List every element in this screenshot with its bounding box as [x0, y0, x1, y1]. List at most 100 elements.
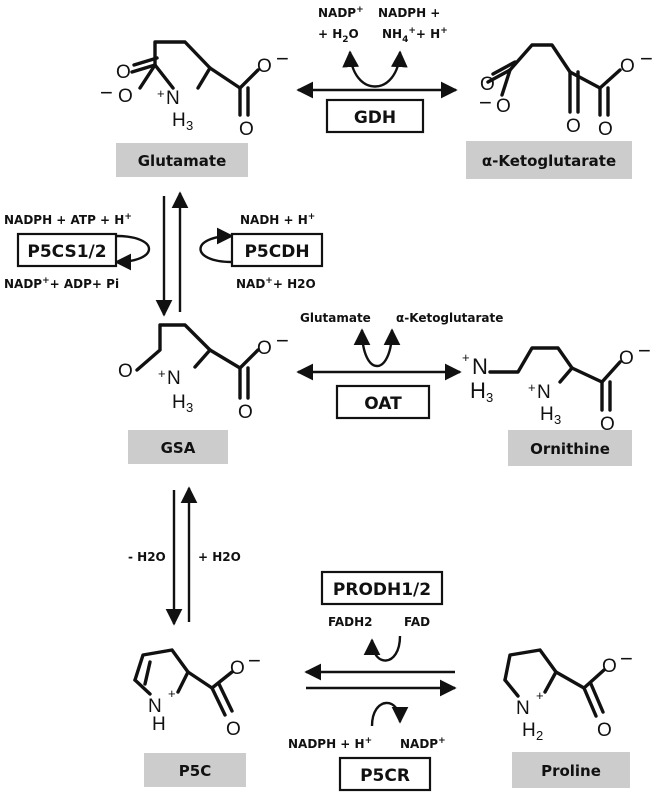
gsa-structure: O + N H 3 O O − — [118, 323, 289, 423]
atom-H: H — [172, 110, 186, 131]
atom-subscript-2: 2 — [536, 728, 543, 743]
atom-O: O — [597, 720, 612, 741]
gsa-label-box — [128, 430, 228, 464]
atom-O: O — [496, 96, 511, 117]
atom-O: O — [602, 656, 617, 677]
atom-minus: − — [638, 338, 651, 363]
gdh-enzyme-label: GDH — [354, 108, 396, 128]
alpha-ketoglutarate-label: α-Ketoglutarate — [482, 152, 616, 170]
atom-H: H — [172, 392, 186, 413]
p5cs-cofactor-out: NADP++ ADP+ Pi — [4, 276, 119, 291]
glutamate-label-box — [116, 143, 248, 177]
ornithine-label-box — [508, 430, 632, 466]
p5cr-enzyme-box — [338, 756, 432, 792]
atom-minus: − — [620, 646, 633, 671]
oat-enzyme-box — [335, 384, 431, 420]
proline-structure: N + H 2 O O − — [503, 646, 633, 743]
atom-H: H — [540, 404, 554, 425]
atom-O: O — [257, 338, 272, 359]
atom-plus: + — [528, 380, 536, 395]
atom-subscript-3: 3 — [554, 412, 561, 427]
gdh-cofactor-in: NADP+ — [318, 5, 364, 20]
atom-O: O — [620, 56, 635, 77]
proline-label: Proline — [541, 762, 601, 780]
atom-N: N — [148, 696, 162, 717]
p5c-structure: N + H O O − — [133, 648, 261, 740]
atom-plus: + — [462, 350, 470, 365]
atom-O: O — [257, 56, 272, 77]
atom-N: N — [537, 382, 551, 403]
atom-N: N — [472, 354, 488, 379]
atom-subscript-3: 3 — [186, 118, 193, 133]
oat-cofactor-curve — [353, 328, 401, 368]
p5cr-cofactor-out: NADP+ — [400, 736, 446, 751]
p5cr-cofactor-curve — [370, 701, 409, 727]
alpha-ketoglutarate-structure: O O − O O O − — [479, 43, 653, 140]
prodh-enzyme-box — [320, 570, 444, 606]
atom-O: O — [118, 86, 133, 107]
atom-O: O — [600, 414, 615, 435]
atom-subscript-3: 3 — [186, 400, 193, 415]
p5cdh-enzyme-box — [230, 232, 324, 268]
atom-N: N — [516, 698, 530, 719]
p5cs-cofactor-in: NADPH + ATP + H+ — [4, 212, 132, 227]
atom-O: O — [116, 62, 131, 83]
oat-enzyme-label: OAT — [364, 394, 402, 414]
atom-plus: + — [168, 686, 176, 701]
atom-minus: − — [479, 90, 492, 115]
p5c-label: P5C — [179, 762, 211, 780]
atom-plus: + — [158, 366, 166, 381]
atom-O: O — [566, 116, 581, 137]
atom-N: N — [167, 368, 181, 389]
atom-plus: + — [157, 86, 165, 101]
atom-H: H — [522, 720, 536, 741]
atom-H: H — [470, 378, 486, 403]
p5cs-cofactor-curve — [114, 234, 150, 271]
ornithine-label: Ornithine — [530, 440, 610, 458]
gsa-label: GSA — [161, 439, 196, 457]
atom-O: O — [230, 658, 245, 679]
alpha-ketoglutarate-label-box — [466, 141, 632, 179]
atom-O: O — [238, 402, 253, 423]
atom-minus: − — [248, 648, 261, 673]
atom-subscript-3: 3 — [486, 390, 493, 405]
p5c-label-box — [144, 753, 246, 787]
atom-N: N — [166, 88, 180, 109]
atom-H: H — [152, 714, 166, 735]
atom-minus: − — [276, 328, 289, 353]
hydration-label: + H2O — [198, 550, 241, 564]
prodh-cofactor-curve — [363, 635, 402, 662]
ornithine-structure: + N H 3 + N H 3 O O − — [462, 338, 651, 435]
p5cr-enzyme-label: P5CR — [360, 766, 410, 786]
atom-minus: − — [640, 46, 653, 71]
oat-cofactor-in: Glutamate — [300, 311, 371, 325]
p5cs-enzyme-label: P5CS1/2 — [27, 242, 106, 262]
glutamate-structure: O O − + N H 3 O O − — [100, 40, 289, 140]
p5cdh-cofactor-curve — [199, 227, 234, 264]
p5cdh-cofactor-out: NAD++ H2O — [236, 276, 316, 291]
glutamate-label: Glutamate — [138, 152, 227, 170]
atom-O: O — [226, 719, 241, 740]
atom-minus: − — [100, 80, 113, 105]
gdh-cofactor-curve — [342, 50, 408, 88]
oat-cofactor-out: α-Ketoglutarate — [396, 311, 503, 325]
atom-plus: + — [536, 688, 544, 703]
atom-minus: − — [276, 46, 289, 71]
p5cr-cofactor-in: NADPH + H+ — [288, 736, 372, 751]
atom-O: O — [480, 74, 495, 95]
p5cdh-enzyme-label: P5CDH — [244, 242, 309, 262]
atom-O: O — [118, 361, 133, 382]
atom-O: O — [598, 119, 613, 140]
gdh-cofactor-in-water: + H2O — [318, 27, 359, 45]
prodh-cofactor-in: FAD — [404, 615, 430, 629]
gdh-enzyme-box — [325, 98, 425, 134]
dehydration-label: - H2O — [128, 550, 166, 564]
gdh-cofactor-out-ammonium: NH4++ H+ — [382, 26, 448, 45]
gdh-cofactor-out: NADPH + — [378, 6, 440, 20]
p5cs-enzyme-box — [16, 232, 118, 268]
proline-label-box — [512, 752, 630, 788]
atom-O: O — [239, 119, 254, 140]
p5cdh-cofactor-in: NADH + H+ — [240, 212, 315, 227]
